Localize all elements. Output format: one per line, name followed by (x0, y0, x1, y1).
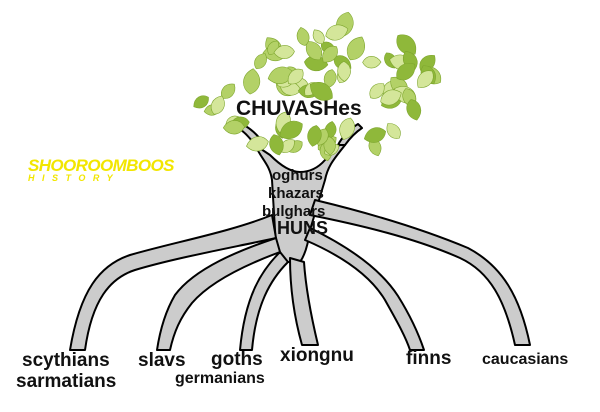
root-label-caucasians: caucasians (482, 351, 569, 368)
leaf-shape (243, 68, 261, 95)
leaf-shape (254, 53, 267, 69)
leaf-shape (396, 63, 416, 81)
leaf-shape (380, 89, 402, 106)
root-scythians (69, 214, 277, 351)
root-label-scythians: scythians (22, 350, 110, 371)
logo-title: SHOOROOMBOOS (28, 156, 174, 175)
shooroomboos-logo: SHOOROOMBOOS HISTORY (28, 156, 188, 190)
leaf-shape (309, 82, 333, 101)
leaf-shape (296, 27, 310, 46)
leaf-shape (346, 36, 365, 61)
leaf-shape (222, 120, 245, 135)
leaf-shape (287, 68, 304, 85)
leaf-shape (307, 125, 322, 147)
leaf-shape (304, 55, 329, 72)
leaf-shape (369, 83, 385, 99)
leaf-shape (339, 117, 355, 140)
root-label-germanians: germanians (175, 370, 265, 387)
leaf-shape (337, 60, 351, 82)
trunk-label-khazars: khazars (268, 185, 324, 202)
leaf-shape (406, 99, 422, 121)
root-label-xiongnu: xiongnu (280, 345, 354, 366)
tree-trunk-and-roots (69, 123, 531, 351)
leaf-shape (362, 56, 382, 69)
trunk-label-bulghars: bulghars (262, 203, 326, 220)
leaf-shape (363, 127, 387, 143)
tree-crown-leaves (193, 11, 442, 162)
root-xiongnu (289, 257, 319, 346)
base-label-huns: HUNS (277, 218, 329, 238)
leaf-shape (210, 95, 225, 115)
root-caucasians (309, 199, 531, 346)
leaf-shape (193, 95, 209, 109)
logo-subtitle: HISTORY (28, 173, 121, 183)
root-label-slavs: slavs (138, 350, 186, 371)
leaf-shape (246, 136, 269, 152)
root-label-finns: finns (406, 348, 452, 369)
root-finns (304, 227, 425, 351)
root-goths (239, 251, 289, 351)
leaf-shape (325, 24, 349, 41)
leaf-shape (323, 69, 337, 89)
leaf-shape (322, 45, 338, 63)
crown-label: CHUVASHes (236, 97, 362, 120)
leaf-shape (273, 45, 295, 59)
root-label-goths: goths (211, 349, 263, 370)
root-slavs (156, 237, 281, 351)
root-label-sarmatians: sarmatians (16, 371, 117, 392)
leaf-shape (269, 134, 284, 156)
leaf-shape (279, 120, 303, 139)
leaf-shape (323, 136, 336, 156)
trunk-label-oghurs: oghurs (272, 167, 323, 184)
leaf-shape (417, 70, 434, 88)
leaf-shape (386, 123, 401, 139)
leaf-shape (312, 29, 325, 44)
leaf-shape (305, 41, 323, 60)
